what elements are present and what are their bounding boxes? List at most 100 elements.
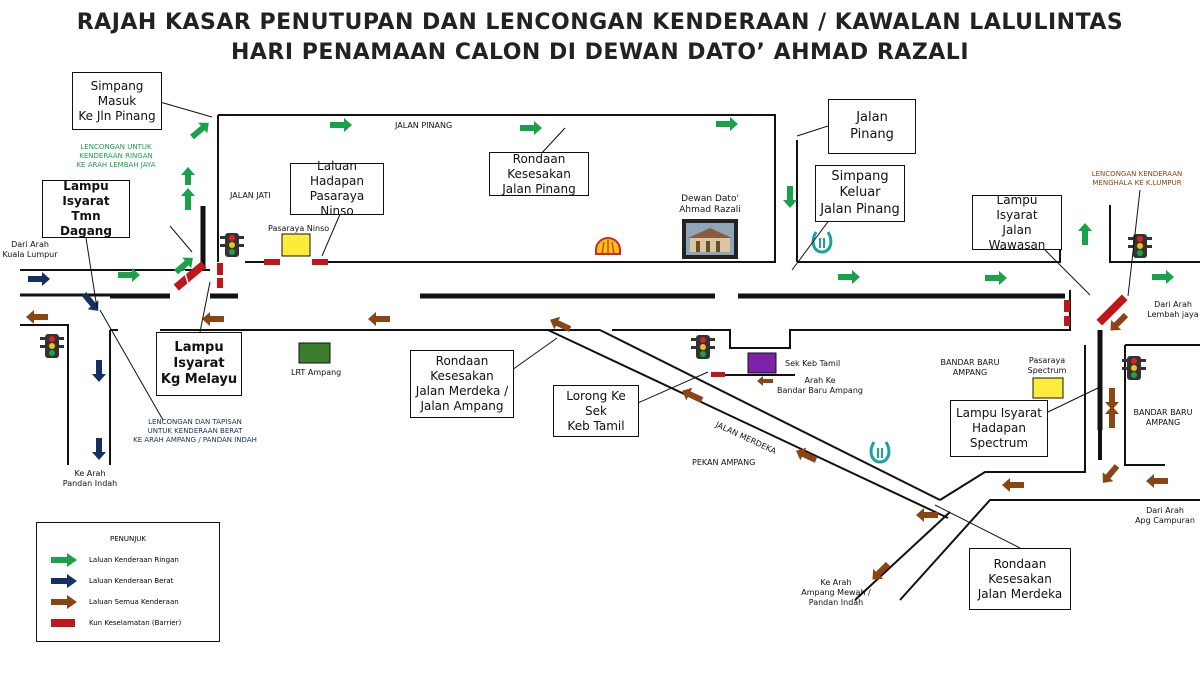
label-pekan-ampang: PEKAN AMPANG [692, 458, 756, 467]
green-arrow [985, 271, 1007, 285]
callout-rondaan-merdeka: Rondaan Kesesakan Jalan Merdeka [969, 548, 1071, 610]
green-arrow [181, 167, 195, 185]
label-pasaraya-ninso: Pasaraya Ninso [268, 224, 330, 233]
label-jalan-pinang: JALAN PINANG [395, 121, 453, 130]
legend-label: Kun Keselamatan (Barrier) [89, 619, 182, 627]
map-title-line-1: RAJAH KASAR PENUTUPAN DAN LENCONGAN KEND… [76, 10, 1124, 35]
callout-rondaan-jalan-pinang: Rondaan Kesesakan Jalan Pinang [489, 152, 589, 196]
all-vehicle-arrows [26, 310, 1168, 580]
barrier [1064, 300, 1070, 312]
label-ke-pandan-indah: Ke Arah Pandan Indah [62, 469, 118, 488]
note-lencongan-kl: LENCONGAN KENDERAAN MENGHALA KE K.LUMPUR [1091, 170, 1183, 187]
label-lrt-ampang: LRT Ampang [291, 368, 342, 377]
green-arrow [330, 118, 352, 132]
barrier [217, 263, 223, 275]
legend-item-heavy: Laluan Kenderaan Berat [49, 574, 173, 588]
legend-item-barrier: Kun Keselamatan (Barrier) [49, 616, 181, 630]
label-bandar-baru-ampang-west: BANDAR BARU AMPANG [940, 358, 1000, 377]
traffic-light-icon [220, 233, 244, 257]
label-bandar-baru-ampang-east: BANDAR BARU AMPANG [1133, 408, 1193, 427]
brown-arrow [550, 316, 572, 332]
label-sek-keb-tamil: Sek Keb Tamil [785, 359, 841, 368]
callout-lampu-tmn-dagang: Lampu Isyarat Tmn Dagang [42, 179, 130, 238]
petronas-station-icon [869, 441, 891, 464]
brown-arrow [1146, 474, 1168, 488]
legend-label: Laluan Kenderaan Ringan [89, 556, 179, 564]
callout-lampu-kg-melayu: Lampu Isyarat Kg Melayu [156, 332, 242, 396]
label-dari-apg-campuran: Dari Arah Apg Campuran [1135, 506, 1195, 525]
legend: PENUNJUK Laluan Kenderaan Ringan Laluan … [36, 522, 220, 642]
green-arrow [783, 186, 797, 208]
legend-item-light: Laluan Kenderaan Ringan [49, 553, 179, 567]
brown-arrow [796, 447, 818, 463]
label-dewan: Dewan Dato' Ahmad Razali [679, 194, 741, 216]
map-title-line-2: HARI PENAMAAN CALON DI DEWAN DATO’ AHMAD… [230, 40, 970, 65]
heavy-vehicle-arrows [28, 272, 106, 460]
barrier [312, 259, 328, 265]
traffic-light-icon [1122, 356, 1146, 380]
dewan-building-icon [682, 219, 738, 259]
road-network [20, 114, 1200, 601]
barrier-diagonal [173, 261, 207, 291]
legend-label: Laluan Semua Kenderaan [89, 598, 179, 606]
barrier-diagonal [1096, 294, 1128, 326]
brown-arrow [916, 508, 938, 522]
brown-arrow [1002, 478, 1024, 492]
label-ke-ampang-mewah: Ke Arah Ampang Mewah / Pandan Indah [801, 578, 871, 607]
navy-arrow [92, 360, 106, 382]
brown-arrow [368, 312, 390, 326]
brown-arrow [1105, 388, 1119, 410]
navy-arrow [28, 272, 50, 286]
brown-arrow [1105, 406, 1119, 428]
label-arah-bandar-baru: Arah Ke Bandar Baru Ampang [777, 376, 863, 395]
navy-arrow [92, 438, 106, 460]
callout-rondaan-merdeka-ampang: Rondaan Kesesakan Jalan Merdeka / Jalan … [410, 350, 514, 418]
barrier [1064, 316, 1070, 326]
barrier [264, 259, 280, 265]
note-lencongan-berat: LENCONGAN DAN TAPISAN UNTUK KENDERAAN BE… [133, 418, 257, 444]
label-jalan-jati: JALAN JATI [230, 191, 271, 200]
callout-lorong-keb-tamil: Lorong Ke Sek Keb Tamil [553, 385, 639, 437]
brown-arrow [682, 387, 704, 403]
callout-leaders [85, 101, 1141, 549]
pasaraya-ninso-marker [281, 233, 311, 257]
navy-arrow [81, 292, 99, 311]
traffic-lights [40, 233, 1152, 380]
green-arrow [118, 268, 140, 282]
callout-simpang-masuk: Simpang Masuk Ke Jln Pinang [72, 72, 162, 130]
callout-laluan-hadapan-ninso: Laluan Hadapan Pasaraya Ninso [290, 159, 384, 218]
traffic-light-icon [1128, 234, 1152, 258]
legend-label: Laluan Kenderaan Berat [89, 577, 174, 585]
green-arrow [716, 117, 738, 131]
legend-title: PENUNJUK [109, 535, 147, 543]
label-dari-lembah-jaya: Dari Arah Lembah jaya [1147, 300, 1199, 319]
green-arrow [190, 122, 209, 140]
note-lencongan-ringan: LENCONGAN UNTUK KENDERAAN RINGAN KE ARAH… [76, 143, 156, 169]
callout-lampu-spectrum: Lampu Isyarat Hadapan Spectrum [950, 400, 1048, 457]
green-arrow [520, 121, 542, 135]
barrier [711, 372, 725, 377]
traffic-light-icon [691, 335, 715, 359]
light-vehicle-arrows [118, 117, 1174, 285]
brown-arrow [1102, 464, 1120, 483]
brown-arrow [26, 310, 48, 324]
pasaraya-spectrum-marker [1032, 377, 1064, 399]
green-arrow [174, 257, 193, 275]
label-pasaraya-spectrum: Pasaraya Spectrum [1027, 356, 1067, 375]
jalan-merdeka-road [547, 329, 951, 601]
callout-simpang-keluar: Simpang Keluar Jalan Pinang [815, 165, 905, 222]
shell-station-icon [595, 237, 621, 255]
legend-item-all: Laluan Semua Kenderaan [49, 595, 179, 609]
callout-jalan-pinang: Jalan Pinang [828, 99, 916, 154]
brown-arrow [202, 312, 224, 326]
barrier [217, 278, 223, 288]
green-arrow [1152, 270, 1174, 284]
lrt-ampang-marker [298, 342, 331, 364]
brown-arrow [757, 376, 773, 386]
label-dari-kl: Dari Arah Kuala Lumpur [2, 240, 58, 259]
safety-barriers [173, 259, 1128, 377]
green-arrow [181, 188, 195, 210]
sek-keb-tamil-marker [747, 352, 777, 374]
green-arrow [838, 270, 860, 284]
